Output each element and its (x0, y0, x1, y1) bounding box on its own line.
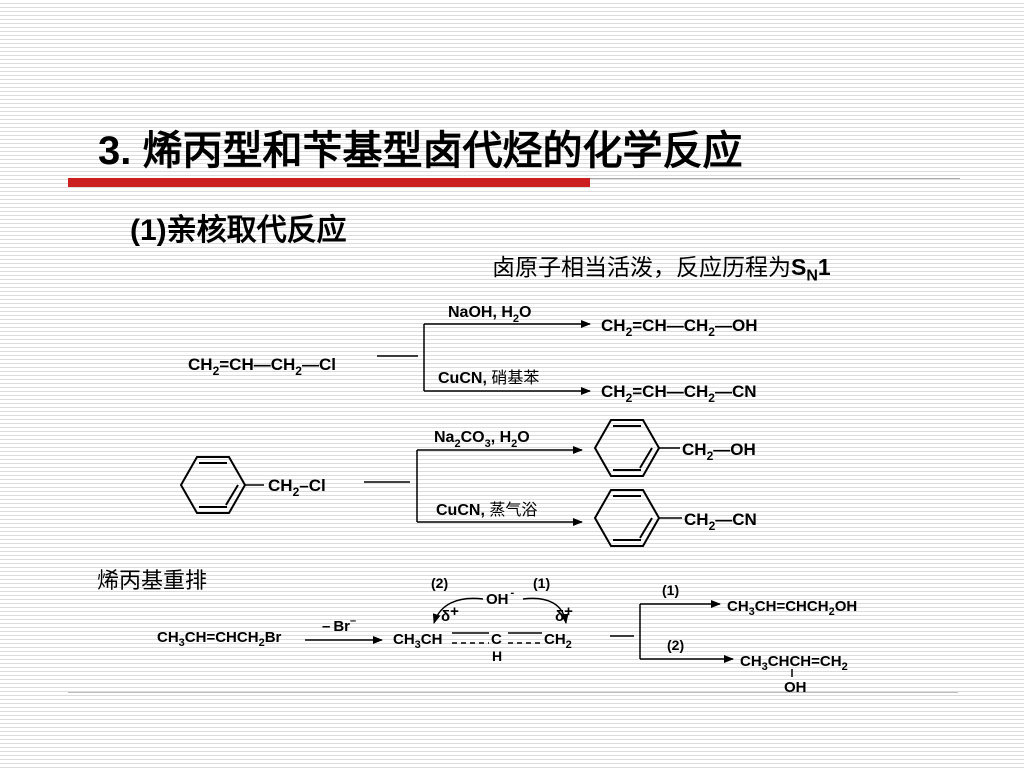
attack-path-2-label: (2) (431, 575, 448, 591)
rearrangement-heading: 烯丙基重排 (97, 568, 208, 593)
allyl-chloride-formula: CH2=CH—CH2—Cl (188, 355, 336, 378)
butenol-hydroxyl: OH (784, 679, 807, 696)
title-underline-rule (590, 178, 960, 179)
delta-plus-left: δ+ (441, 603, 459, 625)
allyl-nitrile-formula: CH2=CH—CH2—CN (601, 382, 757, 405)
benzyl-chloride-formula: CH2–Cl (268, 476, 326, 499)
cation-left-formula: CH3CH (393, 631, 442, 651)
reagent-cucn-steam-bath: CuCN, 蒸气浴 (436, 501, 537, 519)
benzyl-nitrile-formula: CH2—CN (684, 510, 757, 533)
mechanism-label: SN1 (791, 254, 831, 285)
mechanism-note: 卤原子相当活泼，反应历程为SN1 (492, 248, 831, 286)
cation-center-hydrogen: H (492, 648, 502, 664)
reagent-naoh-water: NaOH, H2O (448, 304, 531, 325)
page-title: 3. 烯丙型和苄基型卤代烃的化学反应 (98, 129, 743, 173)
benzyl-alcohol-formula: CH2—OH (682, 440, 756, 463)
product-path-2-label: (2) (667, 637, 684, 653)
benzene-ring-icon (593, 489, 661, 547)
benzyl-substitution: CH2–Cl Na2CO3, H2O CuCN, 蒸气浴 CH2—OH (179, 419, 757, 547)
crotyl-bromide-formula: CH3CH=CHCH2Br (157, 629, 282, 649)
crotyl-alcohol-formula: CH3CH=CHCH2OH (727, 598, 857, 618)
leaving-bromide-label: –Br– (322, 615, 356, 635)
attack-arrow-right (522, 597, 569, 624)
allyl-substitution: CH2=CH—CH2—Cl NaOH, H2O CuCN, 硝基苯 CH2=CH… (188, 304, 757, 405)
cation-center-carbon: C (491, 631, 502, 648)
reagent-cucn-nitrobenzene: CuCN, 硝基苯 (438, 369, 539, 387)
footer-rule (68, 692, 958, 693)
benzene-ring-icon (593, 419, 661, 477)
cation-right-formula: CH2 (544, 631, 572, 651)
attack-arrow-left (432, 597, 484, 624)
allyl-rearrangement: CH3CH=CHCH2Br –Br– (2) (1) OH- δ+ δ+ CH3… (157, 575, 857, 696)
attack-path-1-label: (1) (533, 575, 550, 591)
benzene-ring-icon (179, 456, 247, 514)
product-path-1-label: (1) (662, 582, 679, 598)
hydroxide-nucleophile: OH- (486, 587, 515, 608)
section-subheading: (1)亲核取代反应 (130, 214, 347, 247)
allyl-alcohol-formula: CH2=CH—CH2—OH (601, 316, 757, 339)
reagent-carbonate-water: Na2CO3, H2O (434, 429, 530, 450)
title-underline-accent (68, 178, 590, 187)
mechanism-note-text: 卤原子相当活泼，反应历程为 (492, 254, 791, 280)
delta-plus-right: δ+ (555, 603, 573, 625)
butenol-formula: CH3CHCH=CH2 (740, 653, 848, 673)
